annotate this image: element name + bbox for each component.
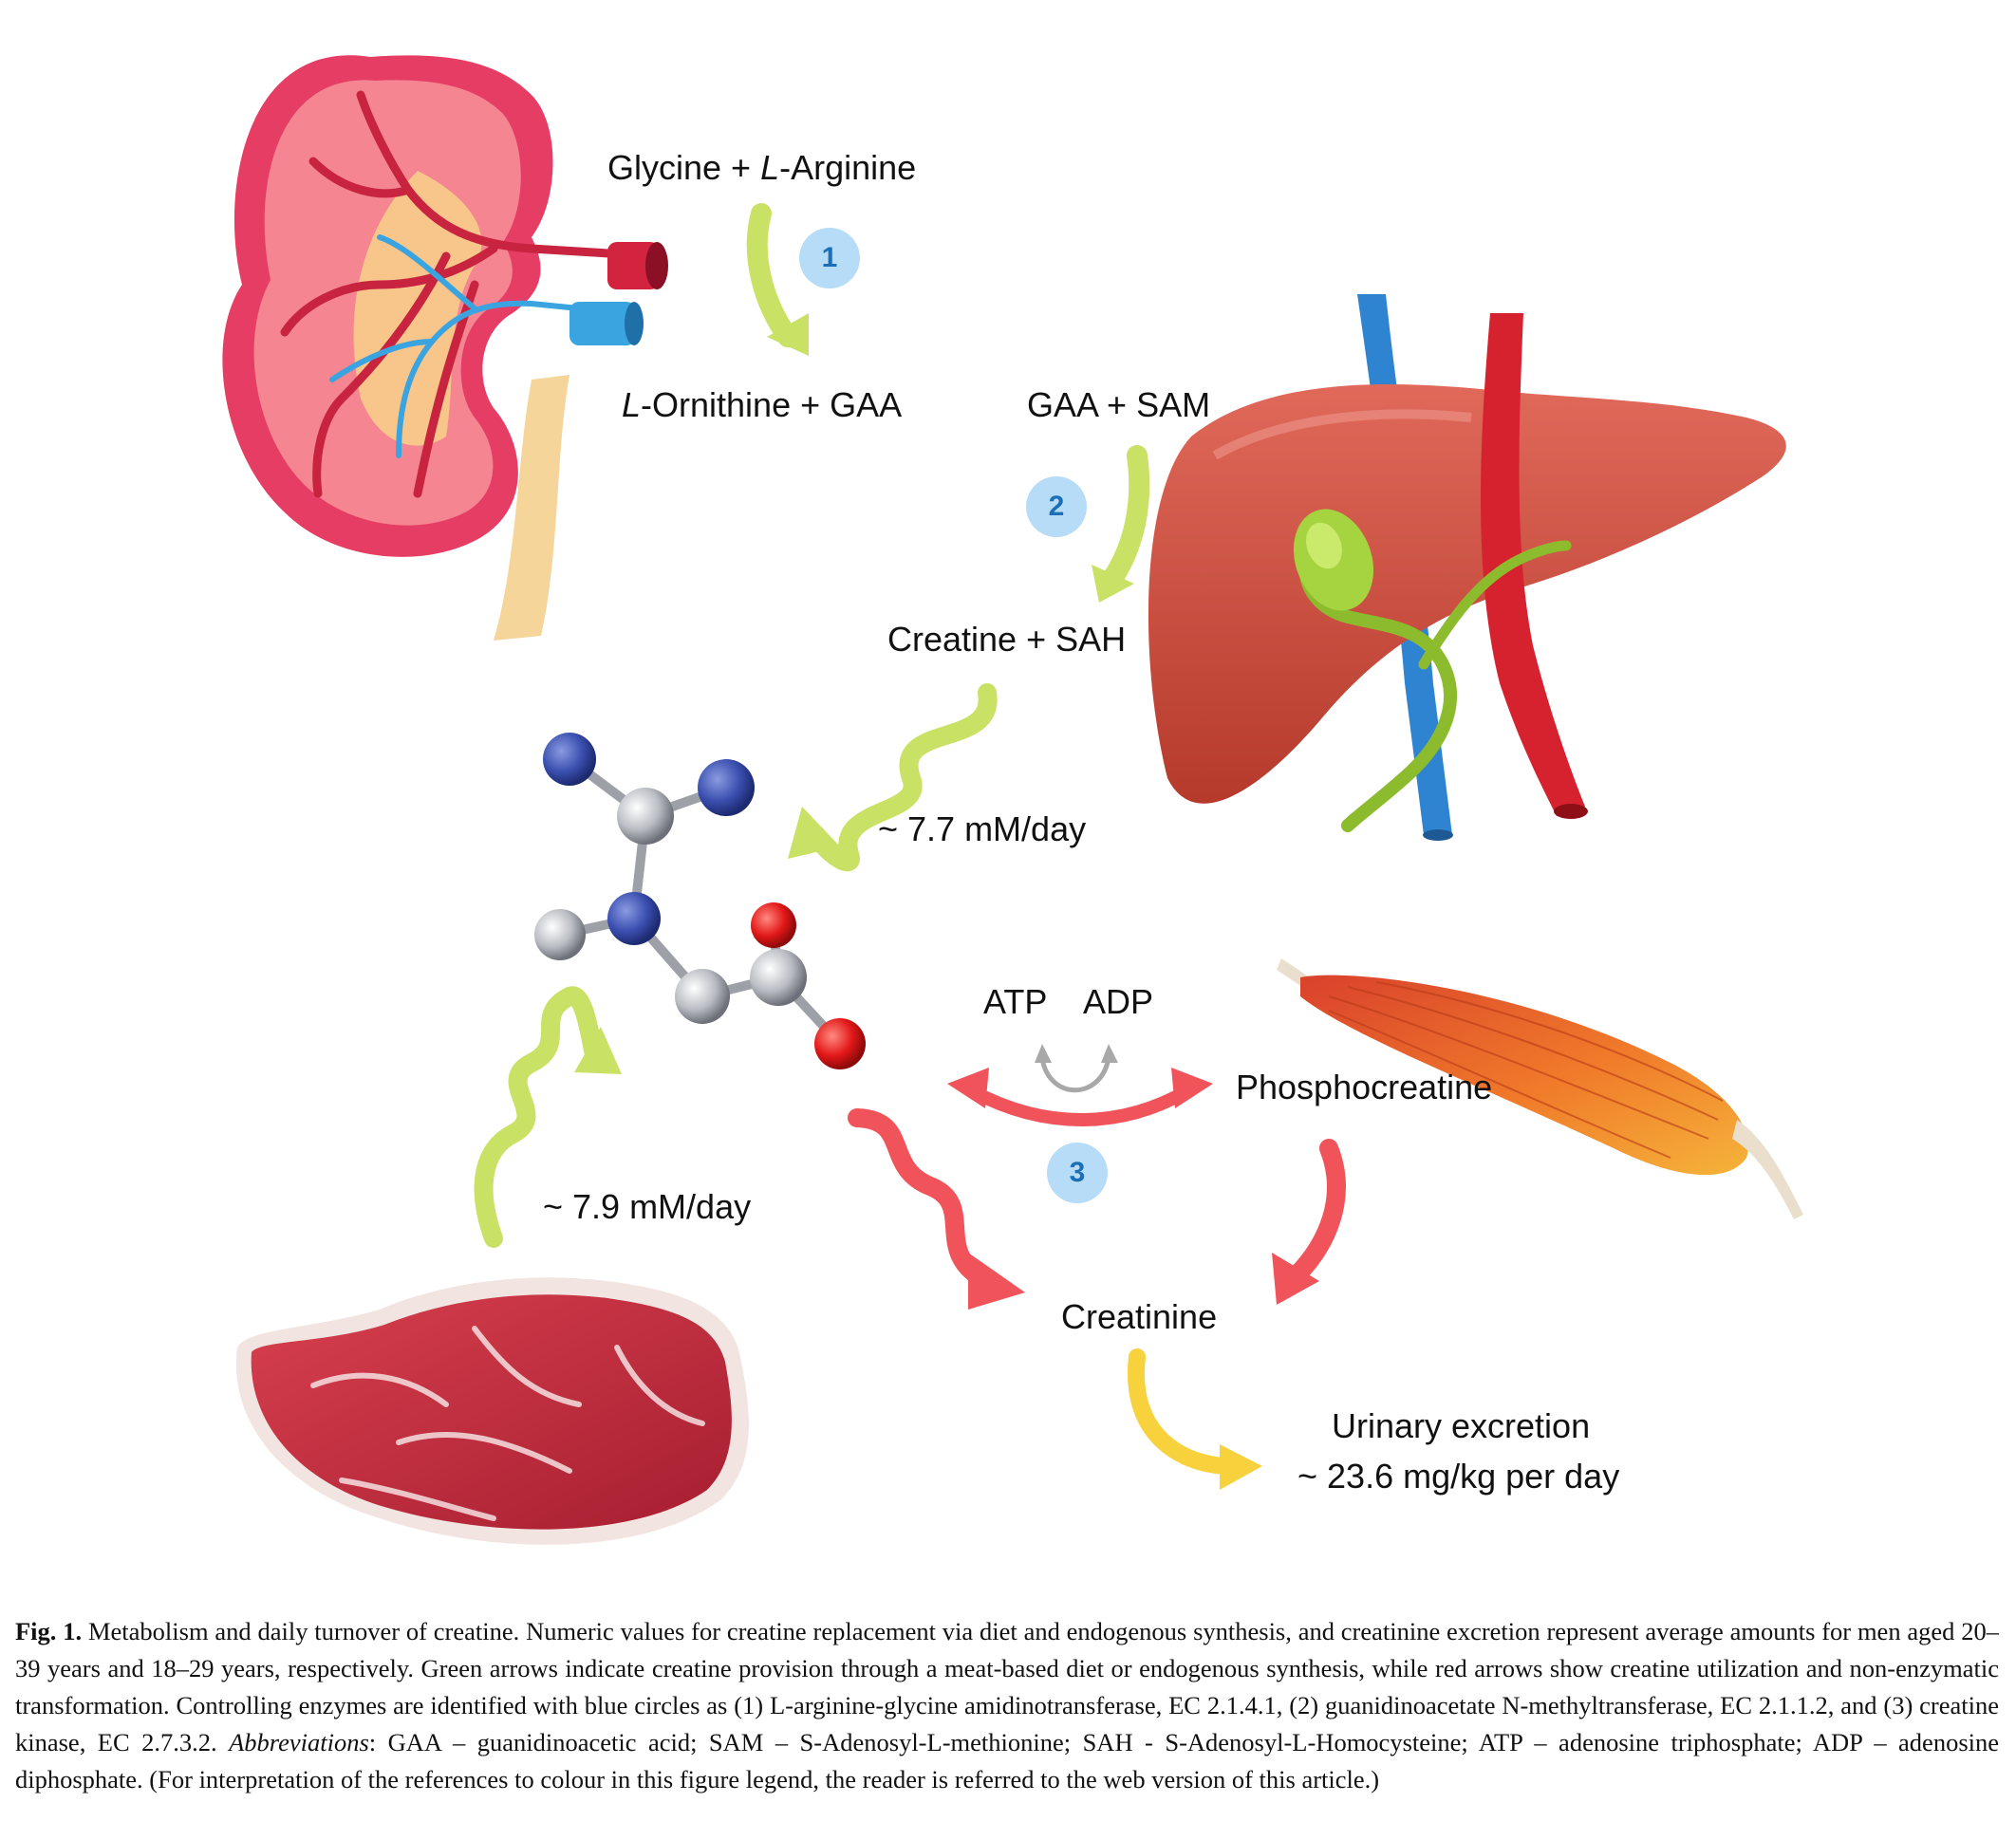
enzyme-2-badge: 2 [1026, 476, 1087, 537]
diet-intake-rate: ~ 7.9 mM/day [543, 1187, 752, 1226]
abbreviations-text: : GAA – guanidinoacetic acid; SAM – S-Ad… [15, 1728, 2000, 1794]
creatine-metabolism-figure: Glycine + L-Arginine L-Ornithine + GAA G… [222, 55, 1803, 1545]
green-arrow-endogenous [788, 683, 998, 872]
green-arrow-reaction-1 [746, 203, 809, 356]
reaction-1-products: L-Ornithine + GAA [622, 385, 903, 424]
red-arrow-phosphocreatine-to-creatinine [1272, 1139, 1346, 1305]
meat-icon [235, 1277, 749, 1545]
creatine-molecule-icon [534, 733, 866, 1069]
atp-label: ATP [983, 982, 1048, 1021]
caption-text: Metabolism and daily turnover of creatin… [15, 1617, 1999, 1756]
adp-label: ADP [1083, 982, 1154, 1021]
endogenous-synthesis-rate: ~ 7.7 mM/day [878, 809, 1087, 848]
liver-icon [1148, 294, 1786, 841]
urinary-excretion-label: Urinary excretion [1332, 1406, 1591, 1445]
figure-label: Fig. 1. [15, 1617, 83, 1645]
enzyme-3-badge: 3 [1047, 1143, 1108, 1203]
green-arrow-reaction-2 [1092, 445, 1150, 603]
figure-illustrations [222, 55, 1803, 1545]
phosphocreatine-label: Phosphocreatine [1236, 1068, 1493, 1106]
muscle-icon [1277, 958, 1803, 1219]
creatinine-label: Creatinine [1061, 1297, 1218, 1336]
figure-caption: Fig. 1. Metabolism and daily turnover of… [15, 1613, 1999, 1798]
yellow-arrow-excretion [1128, 1348, 1262, 1490]
reaction-2-substrates: GAA + SAM [1027, 385, 1211, 424]
reaction-1-substrates: Glycine + L-Arginine [607, 148, 917, 187]
urinary-excretion-rate: ~ 23.6 mg/kg per day [1297, 1457, 1620, 1496]
reaction-2-products: Creatine + SAH [887, 620, 1127, 659]
enzyme-1-badge: 1 [799, 228, 860, 288]
red-arrow-creatine-kinase [947, 1068, 1213, 1126]
atp-adp-cycle-arrow [1035, 1044, 1118, 1093]
abbreviations-label: Abbreviations [229, 1728, 369, 1756]
green-arrow-diet [474, 986, 622, 1248]
red-arrow-creatine-to-creatinine [848, 1108, 1025, 1310]
kidney-icon [222, 55, 668, 641]
